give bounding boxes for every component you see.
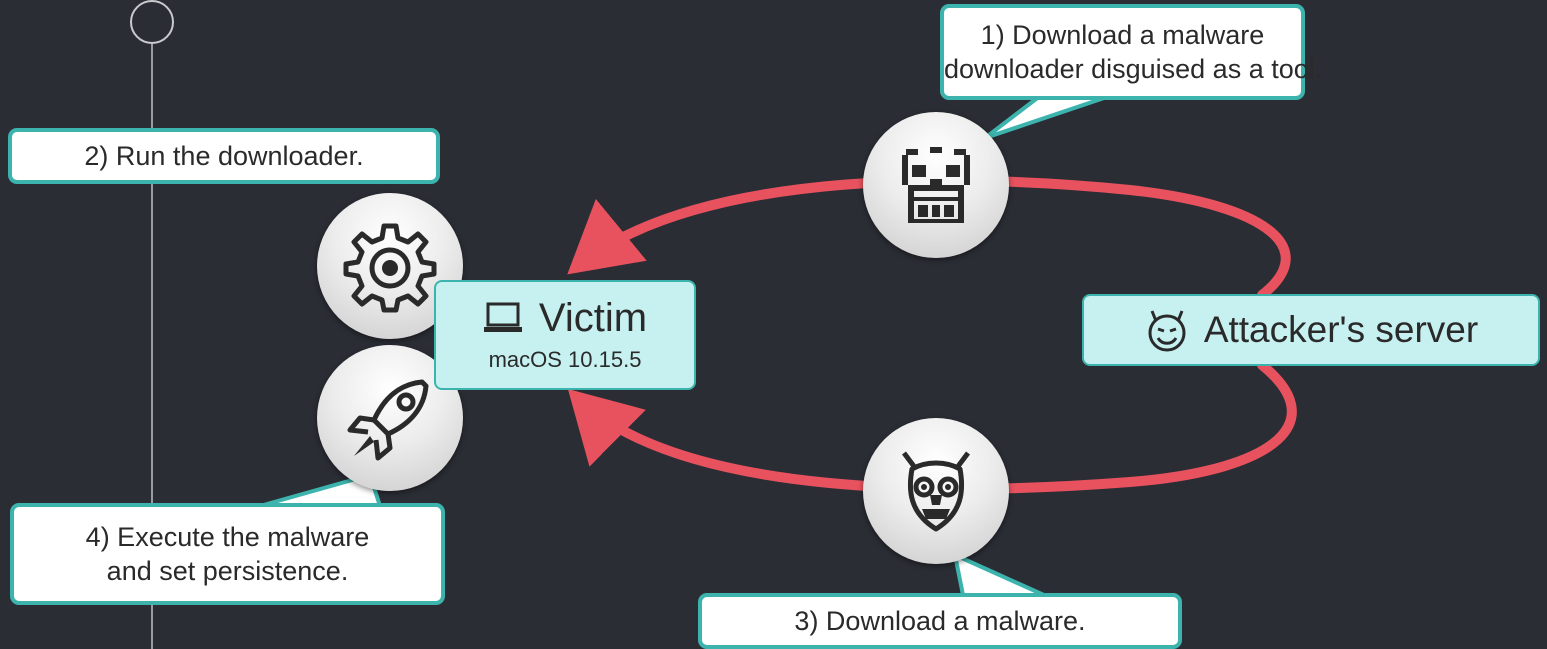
- laptop-icon: [483, 302, 522, 332]
- step-4-callout: 4) Execute the malware and set persisten…: [10, 503, 445, 605]
- oni-mask-icon: [863, 418, 1009, 564]
- lower-arrow: [567, 360, 1297, 494]
- step-4-line-2: and set persistence.: [106, 556, 349, 586]
- timeline-start-node: [130, 0, 174, 44]
- upper-arrow: [567, 175, 1291, 300]
- step-2-callout: 2) Run the downloader.: [8, 128, 440, 184]
- step-2-line-1: 2) Run the downloader.: [84, 141, 364, 171]
- step-1-line-2: downloader disguised as a tool.: [944, 54, 1323, 84]
- callout-1-tail: [983, 94, 1112, 140]
- step-1-line-1: 1) Download a malware: [980, 20, 1265, 50]
- step-1-callout: 1) Download a malware downloader disguis…: [940, 4, 1323, 100]
- devil-face-icon: [1148, 310, 1186, 352]
- server-title: Attacker's server: [1203, 309, 1479, 350]
- step-3-line-1: 3) Download a malware.: [794, 606, 1086, 636]
- victim-subtitle: macOS 10.15.5: [488, 347, 642, 372]
- victim-title: Victim: [538, 296, 648, 340]
- step-4-line-1: 4) Execute the malware: [85, 522, 370, 552]
- attacker-server-node: Attacker's server: [1082, 294, 1540, 366]
- step-3-callout: 3) Download a malware.: [698, 593, 1182, 649]
- pixel-monster-icon: [863, 112, 1009, 258]
- victim-node: Victim macOS 10.15.5: [434, 280, 696, 390]
